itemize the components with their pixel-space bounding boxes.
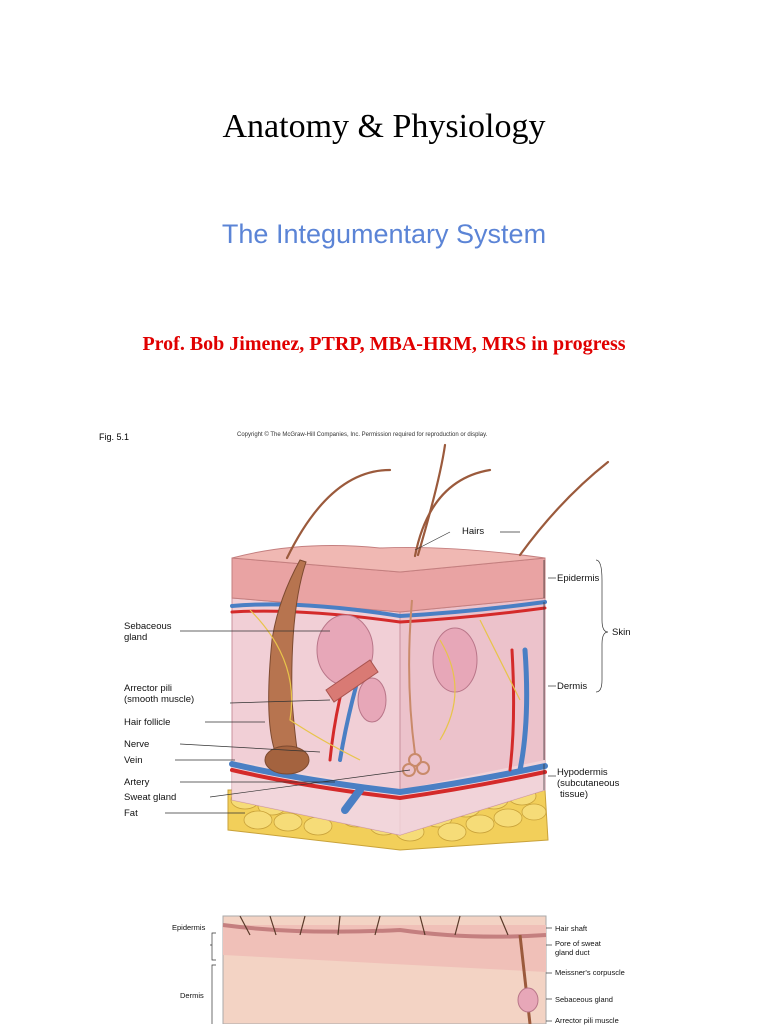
arrector-pili-muscle [325, 659, 379, 703]
label-smooth-muscle: (smooth muscle) [124, 694, 195, 705]
author-line: Prof. Bob Jimenez, PTRP, MBA-HRM, MRS in… [142, 333, 626, 355]
label2-epidermis: Epidermis [172, 923, 206, 932]
label-subcutaneous: (subcutaneous [557, 778, 620, 789]
label-gland: gland [124, 632, 148, 643]
label-hairs: Hairs [462, 526, 485, 537]
label-arrector-pili: Arrector pili [124, 683, 173, 694]
copyright-notice: Copyright © The McGraw-Hill Companies, I… [237, 432, 488, 438]
label-artery: Artery [124, 777, 150, 788]
label-tissue: tissue) [560, 789, 588, 800]
nerve-fibers [249, 609, 521, 761]
page-subtitle: The Integumentary System [221, 219, 547, 249]
skin-surface [231, 545, 546, 573]
label2-hair-shaft: Hair shaft [555, 924, 588, 933]
page-title: Anatomy & Physiology [222, 108, 546, 145]
label-vein: Vein [124, 755, 143, 766]
label2-pore: Pore of sweat [555, 939, 601, 948]
hairs [285, 443, 610, 560]
label-fat: Fat [124, 808, 138, 819]
label2-dermis: Dermis [180, 991, 204, 1000]
label-dermis: Dermis [557, 681, 588, 692]
sweat-gland [402, 599, 430, 777]
label2-meissner: Meissner's corpuscle [555, 968, 625, 977]
skin-cross-section-illustration-2 [222, 915, 547, 1024]
label-leader-lines-2 [210, 927, 552, 1024]
label-skin: Skin [612, 627, 631, 638]
label2-sebaceous: Sebaceous gland [555, 995, 613, 1004]
label-sebaceous: Sebaceous [124, 621, 172, 632]
label2-gland-duct: gland duct [555, 948, 590, 957]
label-leader-lines [165, 531, 609, 814]
label-sweat-gland: Sweat gland [124, 792, 177, 803]
label2-arrector-pili: Arrector pili muscle [555, 1016, 619, 1025]
blood-vessels [229, 600, 548, 814]
label-nerve: Nerve [124, 739, 150, 750]
figure-label: Fig. 5.1 [99, 432, 130, 442]
label-epidermis: Epidermis [557, 573, 600, 584]
label-hair-follicle: Hair follicle [124, 717, 171, 728]
label-hypodermis: Hypodermis [557, 767, 608, 778]
